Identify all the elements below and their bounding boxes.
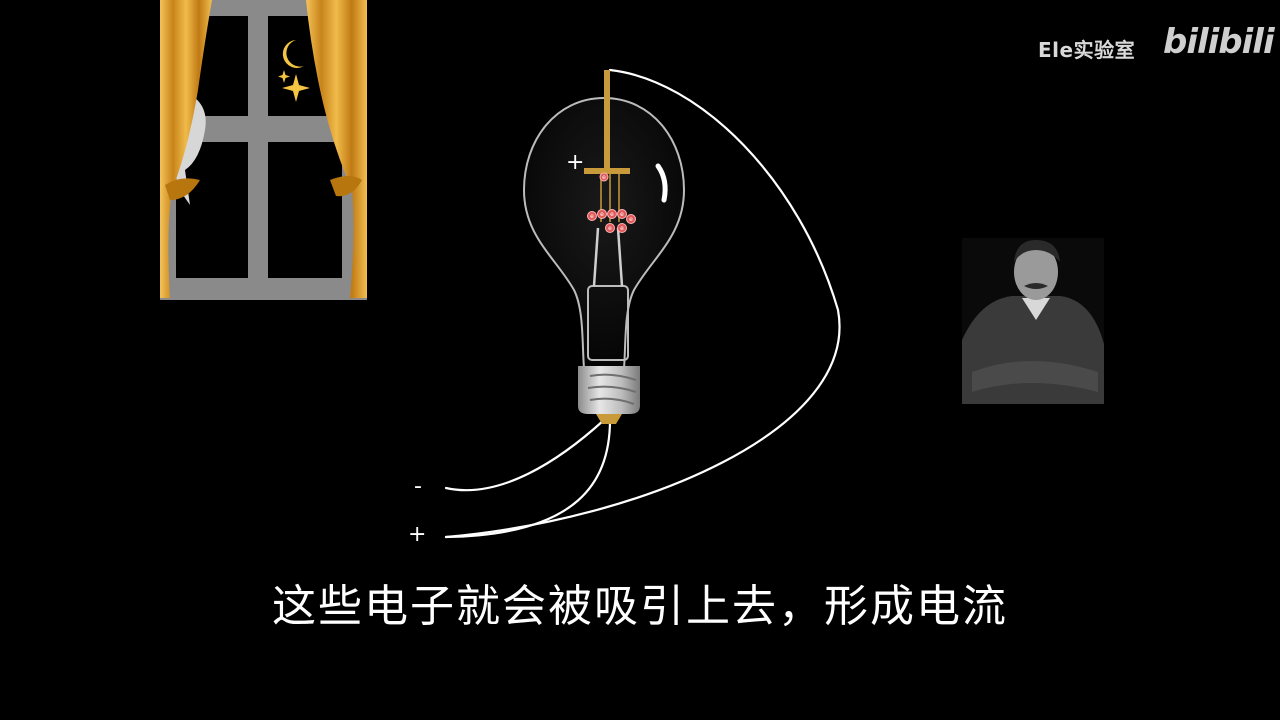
star-icon <box>282 74 310 102</box>
plate-return-wire <box>444 68 841 539</box>
negative-lead-label: - <box>414 474 422 499</box>
positive-lead-wire <box>444 418 612 539</box>
electron-label: e <box>602 174 606 181</box>
electron <box>617 209 627 219</box>
wires <box>444 68 841 539</box>
electron <box>617 223 627 233</box>
electron <box>626 214 636 224</box>
right-curtain-tie <box>330 176 362 197</box>
electron-label: e <box>629 216 633 223</box>
electron-label: e <box>620 211 624 218</box>
moon-icon <box>282 40 304 68</box>
left-curtain-tie <box>165 178 200 200</box>
electron-label: e <box>590 213 594 220</box>
bilibili-logo: bilibili <box>1163 22 1275 62</box>
plate-rod <box>604 70 610 170</box>
window-pane-br <box>268 142 342 278</box>
portrait <box>962 238 1104 404</box>
electron <box>599 172 609 182</box>
base-thread-3 <box>589 397 635 405</box>
electron-label: e <box>620 225 624 232</box>
base-thread-2 <box>587 385 637 393</box>
window <box>160 0 367 300</box>
plate-plus-sign: + <box>566 150 585 175</box>
electron-label: e <box>610 211 614 218</box>
base-thread-1 <box>589 373 637 381</box>
electron-label: e <box>608 225 612 232</box>
left-curtain <box>160 0 212 298</box>
electron <box>605 223 615 233</box>
portrait-arms <box>972 361 1098 392</box>
portrait-hair <box>1014 240 1060 262</box>
filament-stem <box>587 285 629 361</box>
support-wire-right <box>616 227 624 287</box>
plate-bar <box>584 168 630 174</box>
portrait-collar <box>1022 298 1050 320</box>
electron-label: e <box>600 211 604 218</box>
portrait-mustache <box>1024 283 1048 289</box>
base-contact <box>596 414 622 424</box>
right-curtain <box>306 0 367 298</box>
electron <box>597 209 607 219</box>
bilibili-logo-text: bilibili <box>1163 22 1275 62</box>
negative-lead-wire <box>444 418 606 492</box>
subtitle: 这些电子就会被吸引上去，形成电流 <box>272 581 1008 632</box>
support-wire-left <box>592 227 600 287</box>
channel-watermark: Ele实验室 <box>1038 38 1136 62</box>
star-icon-small <box>278 70 290 83</box>
bulb-highlight <box>655 163 668 203</box>
positive-lead-label: + <box>408 522 427 547</box>
electron <box>587 211 597 221</box>
electron <box>607 209 617 219</box>
